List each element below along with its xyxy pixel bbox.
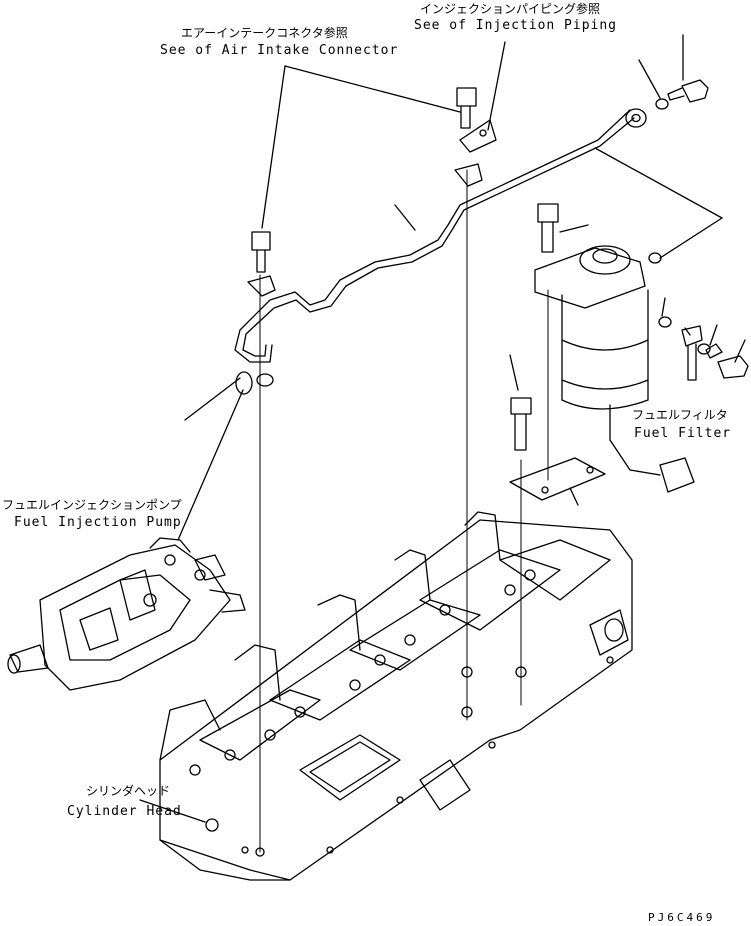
fuel-pipe <box>234 108 647 395</box>
leader-lines <box>139 34 746 823</box>
fuel-filter <box>534 245 703 493</box>
injection-piping-label-en: See of Injection Piping <box>414 18 618 33</box>
bolts <box>251 87 749 451</box>
injection-piping-label-jp: インジェクションパイピング参照 <box>420 2 601 16</box>
cylinder-head <box>159 511 633 881</box>
drawing-code: PJ6C469 <box>648 911 716 924</box>
injection-pump-label-en: Fuel Injection Pump <box>14 515 182 530</box>
air-intake-label-jp: エアーインテークコネクタ参照 <box>181 26 348 40</box>
cylinder-head-label-en: Cylinder Head <box>67 804 182 819</box>
air-intake-label-en: See of Air Intake Connector <box>160 43 399 58</box>
fuel-injection-pump <box>7 537 246 691</box>
injection-pump-label-jp: フュエルインジェクションポンプ <box>2 498 182 512</box>
filter-bracket <box>509 457 606 501</box>
fuel-filter-label-jp: フュエルフィルタ <box>632 408 728 422</box>
centre-lines <box>259 169 549 853</box>
fuel-filter-label-en: Fuel Filter <box>634 426 732 441</box>
pipe-clips <box>247 119 497 297</box>
cylinder-head-label-jp: シリンダヘッド <box>86 784 171 798</box>
banjo-bolt <box>655 79 709 110</box>
